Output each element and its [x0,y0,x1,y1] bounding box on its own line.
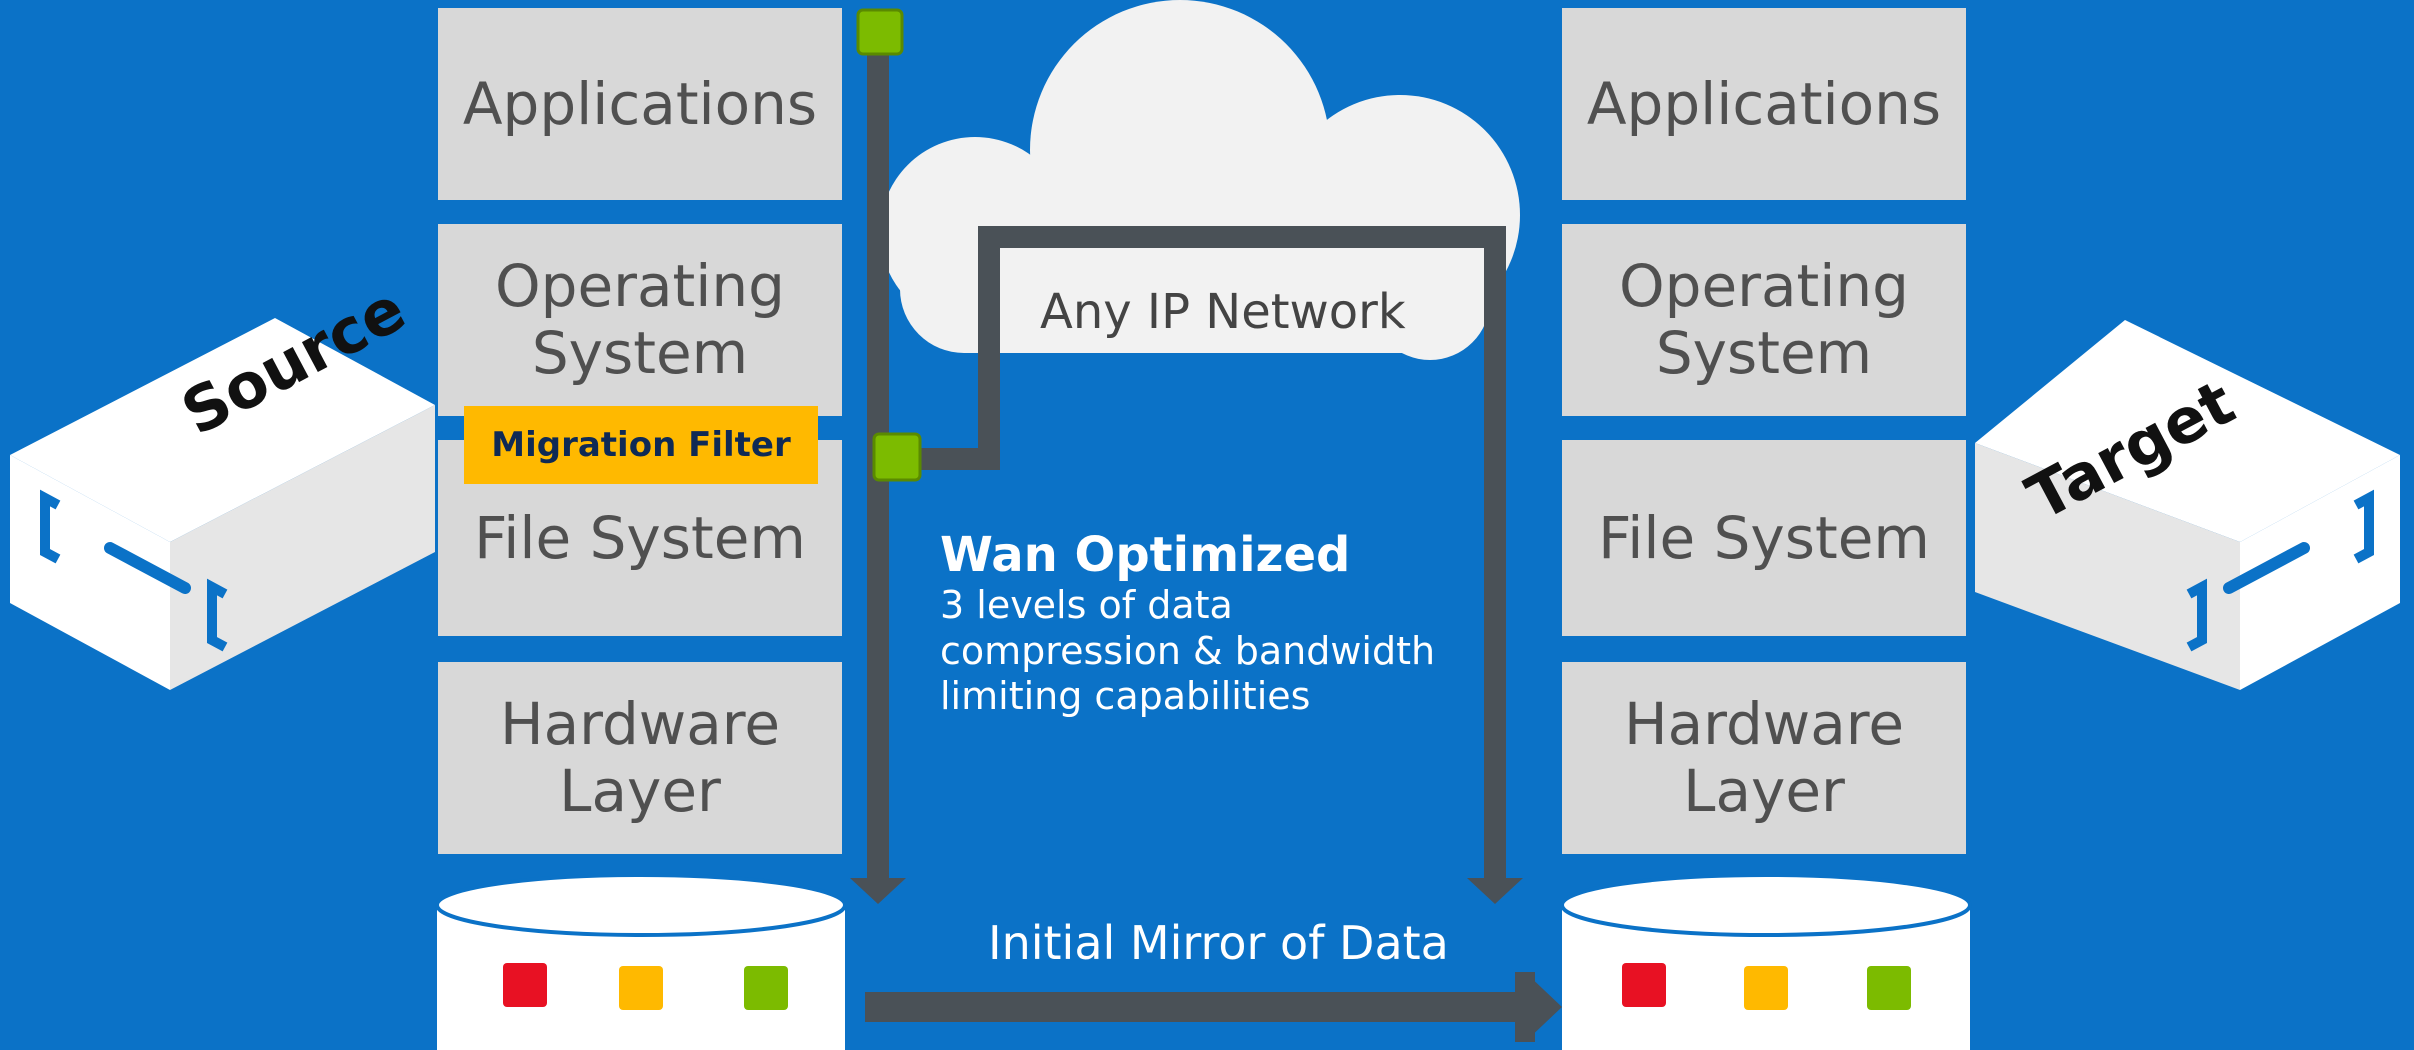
target-disk-icon [1560,873,1972,1050]
target-layer-hardware-label: Hardware Layer [1623,690,1905,825]
network-path-vertical [978,226,1000,470]
connectors [850,30,1562,1042]
source-layer-hardware-label: Hardware Layer [499,690,781,825]
migration-filter-badge: Migration Filter [464,406,818,484]
wan-description: 3 levels of data compression & bandwidth… [940,583,1436,719]
source-down-arrow-icon [850,878,906,904]
wan-optimized-block: Wan Optimized 3 levels of data compressi… [940,527,1436,720]
source-disk-icon [435,873,847,1050]
source-server-icon [10,318,435,690]
target-layer-file-system: File System [1562,440,1966,636]
target-layer-hardware: Hardware Layer [1562,662,1966,854]
source-layer-operating-system-label: Operating System [495,252,785,387]
mirror-arrow-shaft [865,992,1525,1022]
source-layer-operating-system: Operating System [438,224,842,416]
wan-title: Wan Optimized [940,527,1351,583]
network-path-horizontal [978,226,1504,248]
source-layer-hardware: Hardware Layer [438,662,842,854]
cloud-shape [880,0,1520,360]
target-server-icon [1975,320,2400,690]
network-path-stub [905,448,1000,470]
filter-node-icon [872,432,922,482]
network-label: Any IP Network [1040,284,1406,340]
target-layer-applications: Applications [1562,8,1966,200]
target-down-arrow-icon [1467,878,1523,904]
target-layer-operating-system-label: Operating System [1619,252,1909,387]
mirror-label: Initial Mirror of Data [988,916,1449,970]
source-layer-applications: Applications [438,8,842,200]
target-vertical-connector [1484,226,1506,878]
top-node-icon [856,8,904,56]
target-layer-operating-system: Operating System [1562,224,1966,416]
